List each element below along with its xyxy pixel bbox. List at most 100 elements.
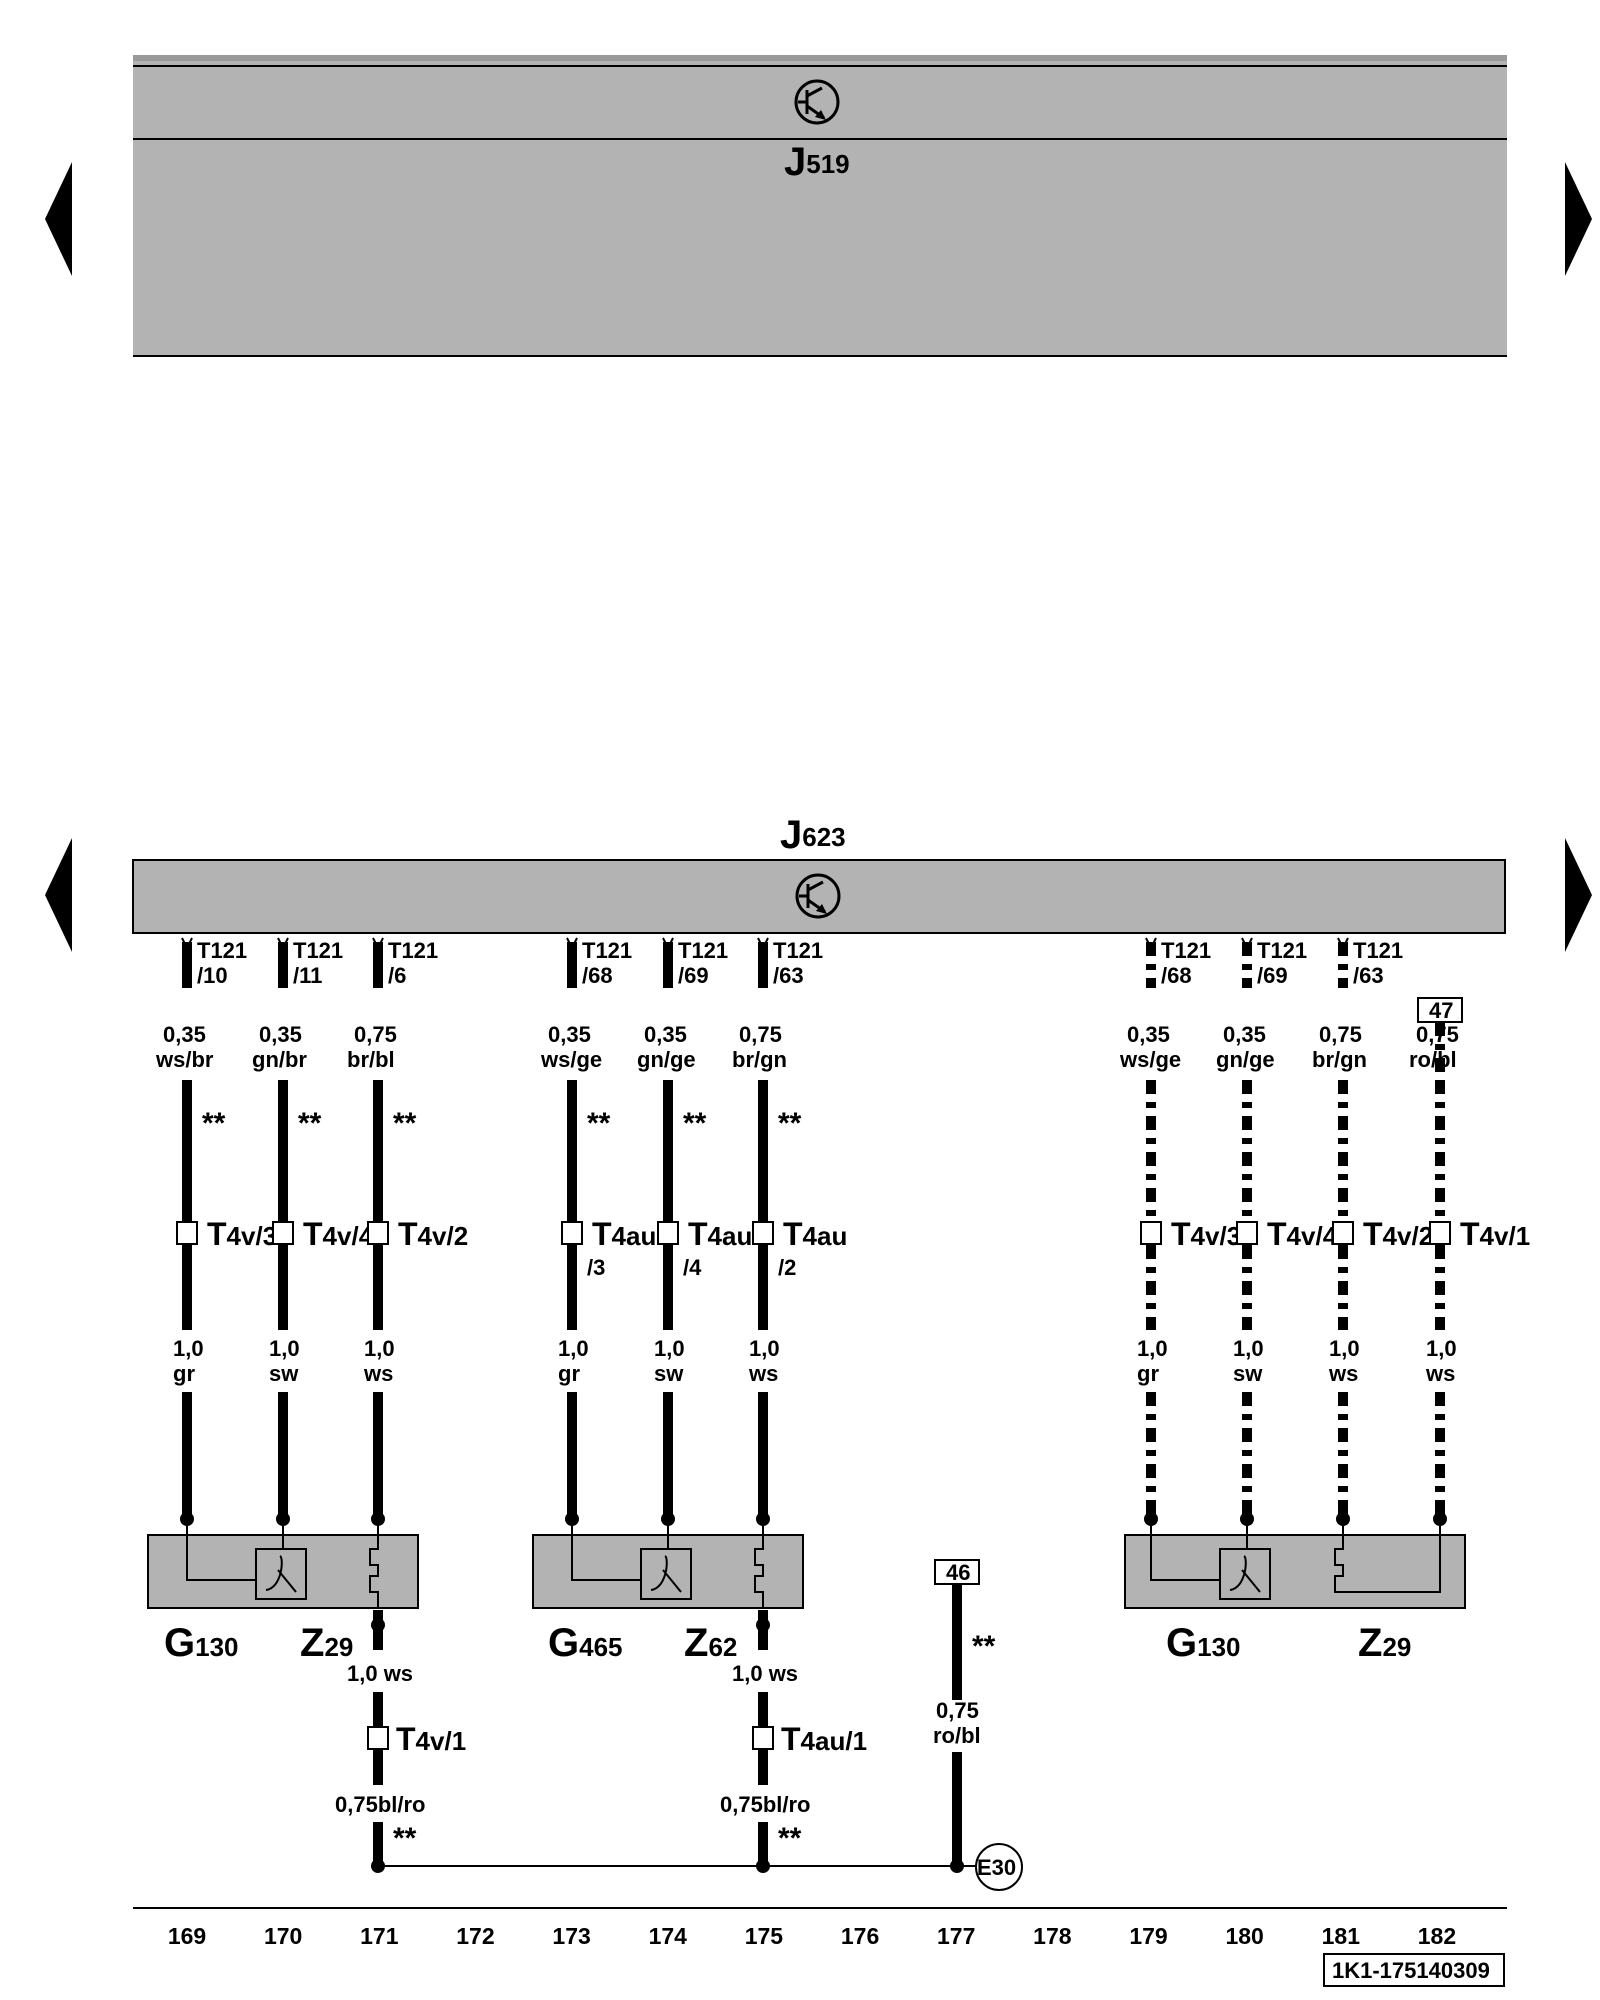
connector-label: T4v/4 bbox=[303, 1216, 374, 1252]
module-label-g130-right: G130 bbox=[1166, 1621, 1241, 1665]
column-number: 175 bbox=[745, 1923, 784, 1949]
wire-gauge: 0,35 bbox=[259, 1022, 302, 1047]
wire-gauge: 1,0 bbox=[558, 1336, 589, 1361]
pin-label: T121 bbox=[1161, 938, 1211, 963]
wire-color: ws bbox=[1425, 1361, 1455, 1386]
j519-control-unit: J519 bbox=[133, 55, 1507, 357]
wire-color: gr bbox=[1137, 1361, 1159, 1386]
next-page-arrow-top[interactable] bbox=[1565, 162, 1592, 276]
pin-number: /11 bbox=[293, 963, 322, 988]
wire-gauge: 0,75 bbox=[1319, 1022, 1362, 1047]
heater-element-icon bbox=[754, 1519, 764, 1608]
connector-icon bbox=[1140, 1221, 1162, 1245]
transistor-icon bbox=[795, 873, 841, 919]
next-page-arrow-bottom[interactable] bbox=[1565, 838, 1592, 952]
wire-spec: 1,0 ws bbox=[347, 1661, 413, 1686]
connector-label: T4au bbox=[783, 1216, 847, 1252]
wire-color: gr bbox=[173, 1361, 195, 1386]
pin-number: /69 bbox=[678, 963, 709, 988]
column-number: 177 bbox=[937, 1923, 975, 1949]
wire-color: gn/br bbox=[252, 1047, 307, 1072]
document-id: 1K1-175140309 bbox=[1332, 1958, 1490, 1983]
wire-color: sw bbox=[654, 1361, 684, 1386]
connector-label: T4au/1 bbox=[781, 1721, 867, 1757]
prev-page-arrow-bottom[interactable] bbox=[45, 838, 72, 952]
ground-point-label: E30 bbox=[977, 1855, 1016, 1880]
connector-label: T4v/1 bbox=[1460, 1216, 1530, 1252]
column-number: 172 bbox=[456, 1923, 494, 1949]
connector-label: T4v/2 bbox=[398, 1216, 468, 1252]
connector-label: T4v/3 bbox=[207, 1216, 277, 1252]
wire-gauge: 0,75 bbox=[1416, 1022, 1459, 1047]
column-number: 169 bbox=[168, 1923, 206, 1949]
pin-number: /68 bbox=[1161, 963, 1192, 988]
column-number: 179 bbox=[1129, 1923, 1167, 1949]
pin-label: T121 bbox=[197, 938, 247, 963]
wire-gauge: 1,0 bbox=[1233, 1336, 1264, 1361]
ground-wire-left: 1,0 ws T4v/1 0,75bl/ro ** bbox=[335, 1610, 466, 1873]
module-g130-z29-left bbox=[147, 1519, 419, 1609]
wire-gauge: 1,0 bbox=[173, 1336, 204, 1361]
connector-label: T4v/1 bbox=[396, 1721, 466, 1757]
wire-gauge: 1,0 bbox=[1137, 1336, 1168, 1361]
pin-label: T121 bbox=[1353, 938, 1403, 963]
wire-spec: 1,0 ws bbox=[732, 1661, 798, 1686]
pin-number: /63 bbox=[1353, 963, 1384, 988]
transistor-icon bbox=[794, 79, 840, 125]
wire-gauge: 1,0 bbox=[749, 1336, 780, 1361]
wire-gauge: 0,75 bbox=[354, 1022, 397, 1047]
column-number: 171 bbox=[360, 1923, 399, 1949]
wire-note: ** bbox=[972, 1630, 996, 1663]
pin-label: T121 bbox=[388, 938, 438, 963]
sensor-symbol-icon bbox=[255, 1548, 307, 1600]
connector-icon bbox=[752, 1221, 774, 1245]
wire-note: ** bbox=[298, 1107, 322, 1140]
wire-note: ** bbox=[202, 1107, 226, 1140]
column-number: 176 bbox=[841, 1923, 879, 1949]
wire-note: ** bbox=[587, 1107, 611, 1140]
wire-color: ws/ge bbox=[1119, 1047, 1181, 1072]
module-label-z29-left: Z29 bbox=[300, 1621, 353, 1665]
module-g130-z29-right bbox=[1124, 1519, 1466, 1609]
module-label-g130-left: G130 bbox=[164, 1621, 239, 1665]
heater-element-icon bbox=[369, 1519, 379, 1608]
prev-page-arrow-top[interactable] bbox=[45, 162, 72, 276]
wire-spec: 0,75bl/ro bbox=[335, 1792, 425, 1817]
connector-pin: /2 bbox=[778, 1255, 796, 1280]
connector-icon bbox=[367, 1221, 389, 1245]
j623-control-unit: J623 bbox=[132, 813, 1506, 934]
connector-pin: /4 bbox=[683, 1255, 702, 1280]
connector-icon bbox=[1429, 1221, 1451, 1245]
heater-element-icon bbox=[1334, 1519, 1441, 1593]
sensor-symbol-icon bbox=[640, 1548, 692, 1600]
pin-number: /68 bbox=[582, 963, 613, 988]
connector-icon bbox=[561, 1221, 583, 1245]
reference-box bbox=[934, 1559, 980, 1585]
pin-label: T121 bbox=[582, 938, 632, 963]
pin-label: T121 bbox=[773, 938, 823, 963]
wire-color: ws bbox=[748, 1361, 778, 1386]
wire-ref-46: 46 ** 0,75 ro/bl bbox=[933, 1559, 996, 1873]
ground-wire-middle: 1,0 ws T4au/1 0,75bl/ro ** bbox=[720, 1610, 867, 1873]
column-number: 170 bbox=[264, 1923, 302, 1949]
module-label-z29-right: Z29 bbox=[1358, 1621, 1411, 1665]
wire-gauge: 0,75 bbox=[739, 1022, 782, 1047]
pin-label: T121 bbox=[293, 938, 343, 963]
column-number: 174 bbox=[649, 1923, 688, 1949]
wire-note: ** bbox=[778, 1822, 802, 1855]
j623-label: J623 bbox=[780, 813, 846, 857]
module-label-z62: Z62 bbox=[684, 1621, 737, 1665]
wire-gauge: 0,35 bbox=[1127, 1022, 1170, 1047]
wire-gauge: 0,35 bbox=[163, 1022, 206, 1047]
pin-number: /69 bbox=[1257, 963, 1288, 988]
pin-label: T121 bbox=[1257, 938, 1307, 963]
wire-gauge: 1,0 bbox=[1329, 1336, 1360, 1361]
